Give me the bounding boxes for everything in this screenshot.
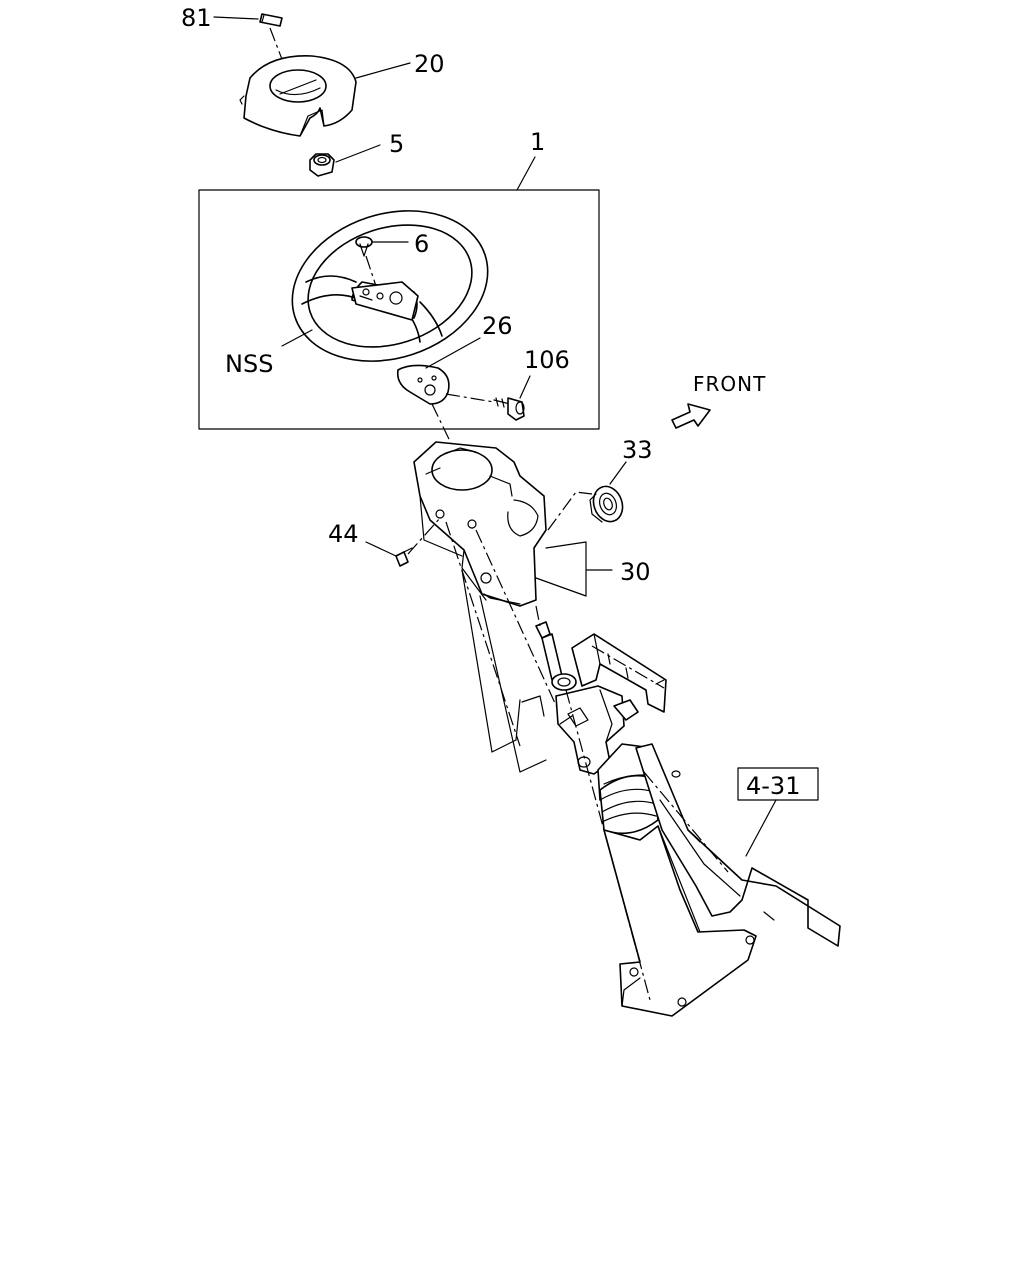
ref-4-31-box (737, 767, 819, 801)
part-6-screw (355, 236, 373, 257)
part-5-nut (309, 153, 335, 177)
leader-nss (281, 329, 313, 347)
leader-81 (213, 16, 259, 20)
callout-26: 26 (482, 312, 513, 340)
part-81-pin (259, 13, 283, 27)
callout-44: 44 (328, 520, 359, 548)
callout-ref: 4-31 (746, 772, 800, 800)
callout-1: 1 (530, 128, 545, 156)
axis-106 (445, 393, 495, 403)
assembly-1-box (198, 189, 600, 430)
column-bracket (571, 633, 667, 713)
callout-5: 5 (389, 130, 404, 158)
axis-shaft (535, 605, 541, 627)
leader-33 (609, 461, 627, 485)
part-30-column-cover (413, 441, 547, 607)
leader-1 (516, 156, 536, 191)
steering-shaft (535, 621, 577, 691)
leader-26 (425, 337, 481, 369)
callout-nss: NSS (225, 350, 273, 378)
callout-20: 20 (414, 50, 445, 78)
leader-20 (355, 62, 411, 79)
guide-bracket (521, 695, 545, 717)
axis-44 (407, 517, 441, 555)
leader-106 (519, 375, 531, 399)
front-label: FRONT (693, 372, 766, 396)
leader-5 (335, 144, 381, 163)
callout-30: 30 (620, 558, 651, 586)
part-26-plate (396, 364, 450, 405)
guide-line-b (479, 595, 547, 773)
leader-ref (745, 799, 777, 857)
bracket-30 (535, 541, 587, 597)
callout-33: 33 (622, 436, 653, 464)
part-44-screw (395, 547, 413, 567)
pedal-bracket (635, 743, 841, 947)
callout-81: 81 (181, 4, 212, 32)
part-20-cover (239, 55, 357, 137)
axis-33 (547, 491, 593, 531)
part-33-ring (589, 485, 624, 523)
front-arrow-icon (671, 403, 711, 429)
axis-guide-b (475, 529, 571, 737)
leader-44 (365, 541, 397, 557)
part-106-bolt (493, 397, 525, 421)
guide-line-a (461, 569, 517, 753)
callout-106: 106 (524, 346, 570, 374)
callout-6: 6 (414, 230, 429, 258)
axis-6 (365, 255, 377, 287)
steering-wheel (291, 210, 489, 362)
axis-column (565, 689, 651, 1001)
